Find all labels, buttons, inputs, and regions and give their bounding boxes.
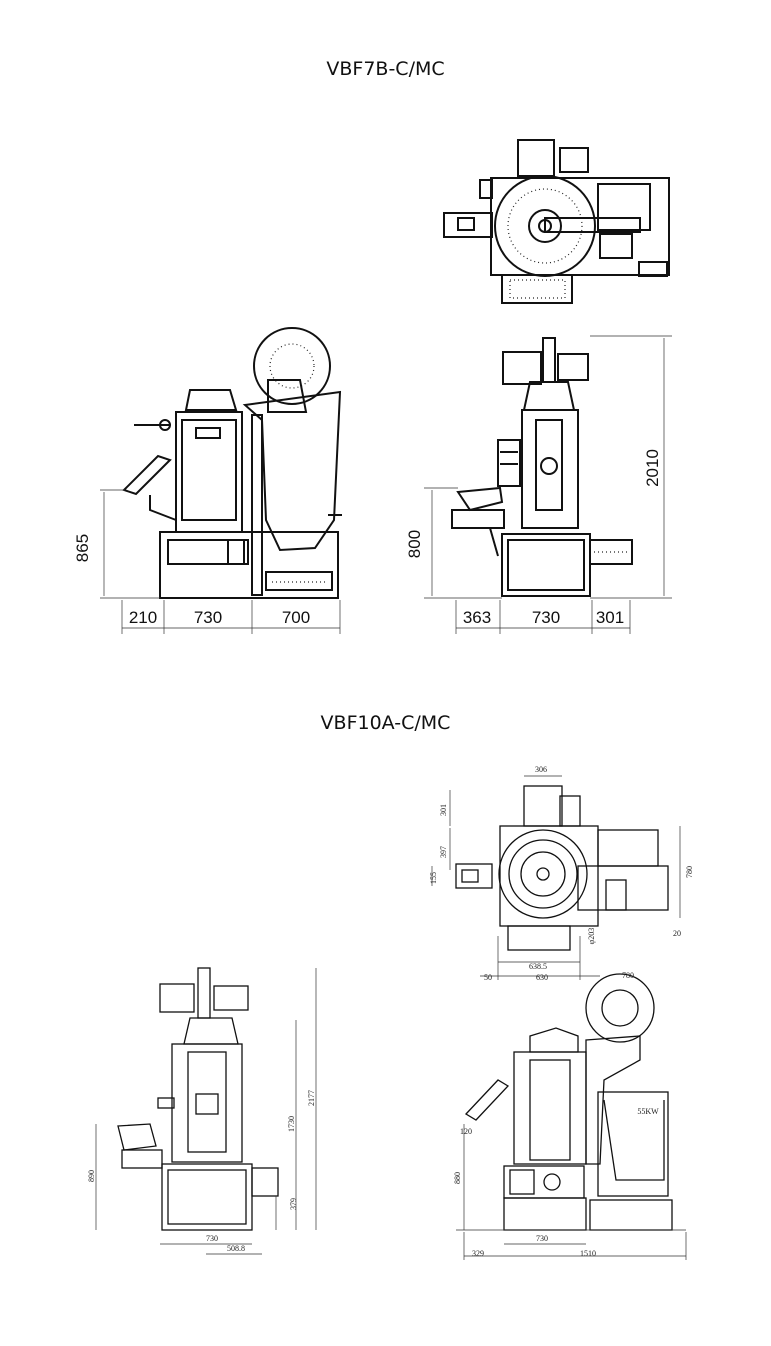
dim-120: 120 xyxy=(460,1127,472,1136)
vbf10a-plan-view xyxy=(455,785,669,951)
dim-730-right: 730 xyxy=(532,608,560,627)
vbf7b-right-dimensions xyxy=(424,335,672,634)
vbf10a-front-dimensions xyxy=(95,968,317,1255)
dim-20: 20 xyxy=(673,929,681,938)
dim-2010: 2010 xyxy=(643,449,662,487)
dim-508-8: 508.8 xyxy=(227,1244,245,1253)
vbf10a-plan-dimensions xyxy=(431,775,681,980)
dim-800: 800 xyxy=(405,530,424,558)
dim-306: 306 xyxy=(535,765,547,774)
dim-phi203: φ203 xyxy=(587,928,596,945)
dim-890: 890 xyxy=(87,1170,96,1182)
dim-50: 50 xyxy=(484,973,492,982)
dim-780-plan: 780 xyxy=(685,866,694,878)
dim-730-side: 730 xyxy=(536,1234,548,1243)
dim-630: 630 xyxy=(536,973,548,982)
dim-865: 865 xyxy=(73,534,92,562)
dim-379: 379 xyxy=(289,1198,298,1210)
vbf10a-front-elevation xyxy=(117,967,279,1231)
dim-155: 155 xyxy=(429,872,438,884)
dim-730-front: 730 xyxy=(206,1234,218,1243)
dim-780-side: 780 xyxy=(622,971,634,980)
vbf7b-left-dimensions xyxy=(100,489,341,634)
dim-210: 210 xyxy=(129,608,157,627)
dim-301-plan: 301 xyxy=(439,804,448,816)
dim-2177: 2177 xyxy=(307,1090,316,1106)
vbf10a-side-dimensions xyxy=(456,1124,687,1260)
dim-1510: 1510 xyxy=(580,1249,596,1258)
motor-55kw: 55KW xyxy=(637,1107,659,1116)
vbf7b-left-elevation xyxy=(122,327,342,599)
vbf7b-right-elevation xyxy=(451,337,633,597)
dim-1730: 1730 xyxy=(287,1116,296,1132)
dim-397: 397 xyxy=(439,846,448,858)
vbf10a-side-elevation xyxy=(464,973,673,1231)
model-title-vbf10a: VBF10A-C/MC xyxy=(320,712,451,734)
dim-329: 329 xyxy=(472,1249,484,1258)
model-title-vbf7b: VBF7B-C/MC xyxy=(326,58,445,80)
dim-700: 700 xyxy=(282,608,310,627)
dim-638-5: 638.5 xyxy=(529,962,547,971)
dim-301: 301 xyxy=(596,608,624,627)
dim-730-left: 730 xyxy=(194,608,222,627)
vbf7b-plan-view xyxy=(443,139,670,304)
dim-880: 880 xyxy=(453,1172,462,1184)
dim-363: 363 xyxy=(463,608,491,627)
